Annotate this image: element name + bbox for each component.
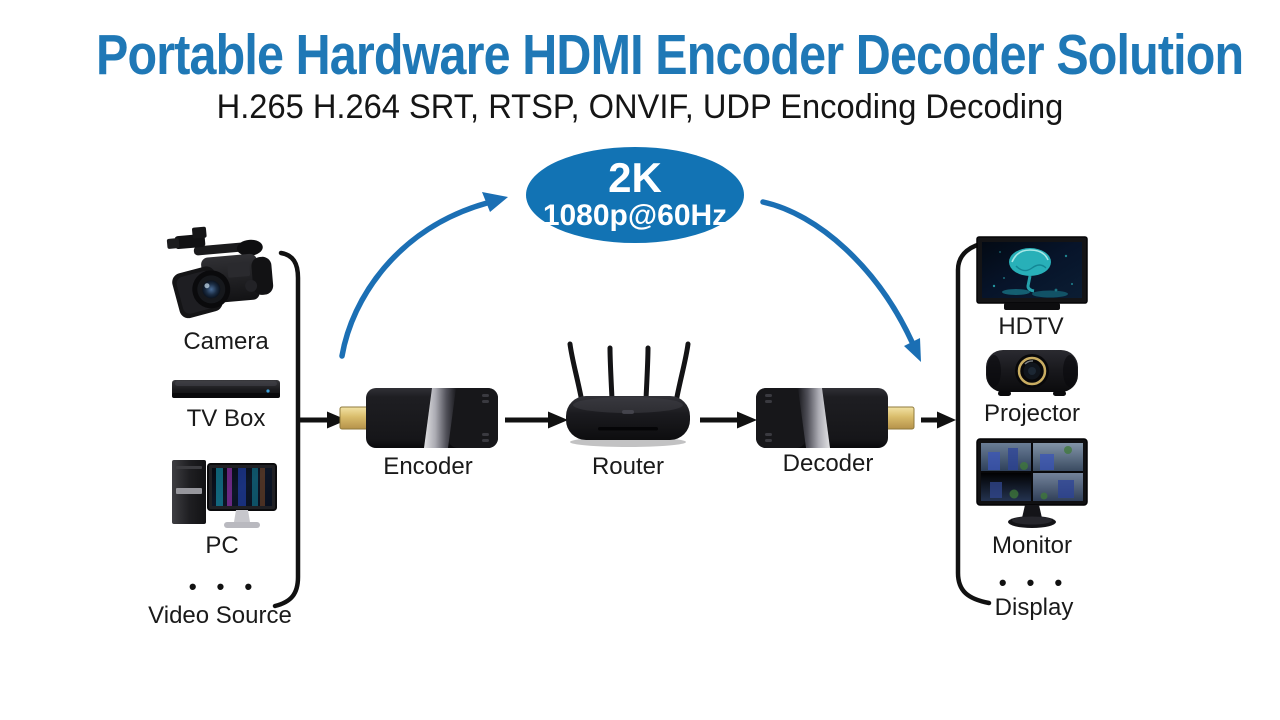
encoder-label: Encoder — [383, 453, 473, 480]
encode-upstream-curved-arrow — [339, 192, 508, 359]
desktop-pc-image — [172, 460, 277, 528]
page-subtitle: H.265 H.264 SRT, RTSP, ONVIF, UDP Encodi… — [216, 88, 1064, 126]
pc-label: PC — [205, 532, 239, 559]
hdtv-label: HDTV — [998, 313, 1064, 340]
projector-image — [986, 350, 1078, 396]
decode-downstream-curved-arrow — [760, 199, 921, 362]
page-title: Portable Hardware HDMI Encoder Decoder S… — [96, 23, 1244, 87]
displays-more-dots: • • • — [998, 570, 1070, 595]
badge-format-text: 1080p@60Hz — [542, 198, 728, 232]
decoder-to-displays-arrow — [921, 411, 956, 429]
hdtv-image — [976, 236, 1088, 310]
hdmi-decoder-dongle-image — [756, 388, 915, 448]
tv-box-label: TV Box — [186, 405, 266, 432]
decoder-label: Decoder — [782, 450, 874, 477]
sources-more-dots: • • • — [188, 574, 260, 599]
router-label: Router — [591, 453, 665, 480]
hdmi-encoder-dongle-image — [339, 388, 498, 448]
monitor-label: Monitor — [991, 532, 1073, 559]
wifi-router-image — [566, 341, 691, 447]
badge-resolution-text: 2K — [608, 153, 662, 201]
video-source-group-label: Video Source — [148, 602, 292, 629]
cctv-monitor-image — [976, 438, 1088, 528]
resolution-badge: 2K 1080p@60Hz — [526, 147, 744, 243]
camcorder-image — [166, 226, 274, 319]
camera-label: Camera — [183, 328, 269, 355]
projector-label: Projector — [983, 400, 1081, 427]
router-to-decoder-arrow — [700, 411, 757, 429]
encoder-to-router-arrow — [505, 411, 568, 429]
display-group-label: Display — [994, 594, 1074, 621]
tv-box-image — [172, 380, 280, 398]
